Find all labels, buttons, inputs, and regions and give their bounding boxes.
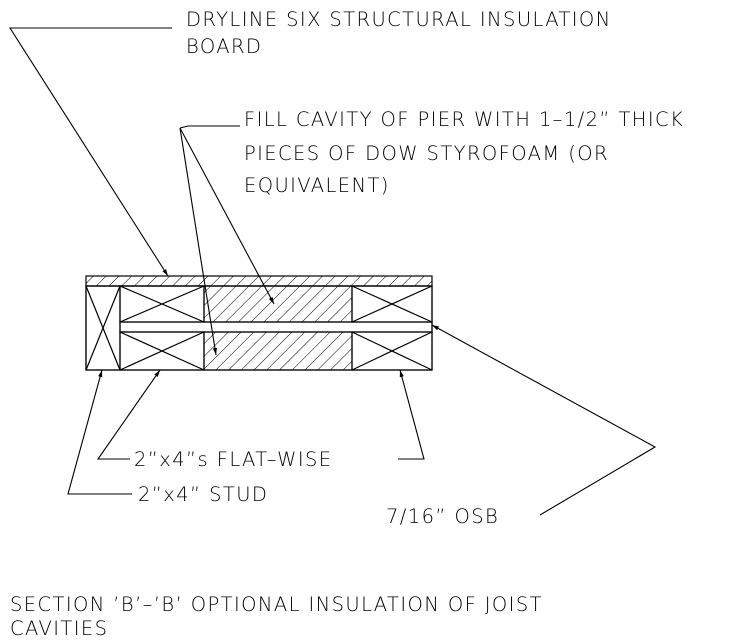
leader-osb <box>431 324 657 516</box>
callout-board-line1: DRYLINE SIX STRUCTURAL INSULATION <box>186 8 612 31</box>
foam-upper <box>203 285 353 323</box>
section-title-line1: SECTION ’B’–’B’ OPTIONAL INSULATION OF J… <box>10 593 543 616</box>
flatwise-lower-right <box>351 331 433 371</box>
callout-fill-line2: PIECES OF DOW STYROFOAM (OR <box>244 142 609 165</box>
callout-osb: 7/16” OSB <box>386 505 500 528</box>
leader-flatwise-left <box>96 369 161 460</box>
leader-flatwise-right <box>398 369 425 460</box>
callout-stud: 2”x4” STUD <box>138 483 269 506</box>
callout-board-line2: BOARD <box>186 35 263 58</box>
leader-board <box>8 27 172 277</box>
leader-stud <box>67 369 132 495</box>
leader-fill-lower <box>179 127 217 356</box>
foam-lower <box>203 331 353 371</box>
leader-fill-upper <box>179 127 275 305</box>
leader-fill-horizontal <box>179 125 240 129</box>
callout-fill-line1: FILL CAVITY OF PIER WITH 1–1/2” THICK <box>244 108 685 131</box>
callout-fill-line3: EQUIVALENT) <box>244 174 390 197</box>
flatwise-upper-right <box>351 285 433 323</box>
section-title-line2: CAVITIES <box>10 617 109 640</box>
callout-flatwise: 2”x4”s FLAT–WISE <box>134 448 333 471</box>
osb-middle-strip <box>119 321 433 333</box>
osb-top-strip <box>85 275 433 287</box>
